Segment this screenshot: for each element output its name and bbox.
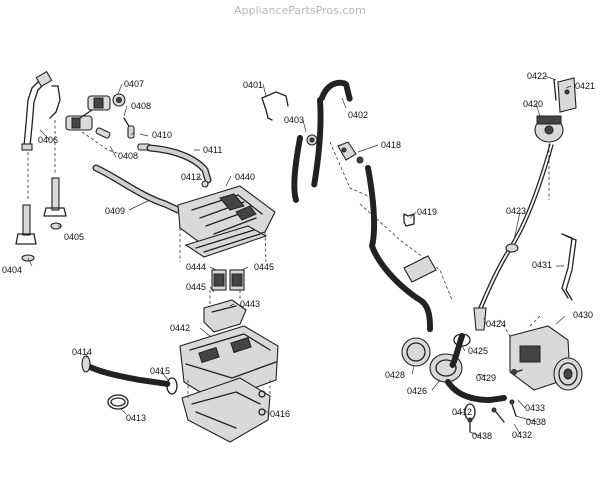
label-0444[interactable]: 0444	[186, 262, 206, 272]
wire-0431[interactable]	[561, 233, 577, 301]
label-0415[interactable]: 0415	[150, 366, 170, 376]
label-0433[interactable]: 0433	[525, 403, 545, 413]
inlet-pipe-0406[interactable]	[21, 70, 61, 151]
label-0412-a[interactable]: 0412	[181, 172, 201, 182]
dispenser-grid-0444[interactable]	[184, 225, 268, 258]
dispenser-cup-0443[interactable]	[203, 299, 247, 333]
label-0432[interactable]: 0432	[512, 430, 532, 440]
label-0426[interactable]: 0426	[407, 386, 427, 396]
label-0416[interactable]: 0416	[270, 409, 290, 419]
dispenser-drawer-0442[interactable]	[179, 325, 279, 403]
hose-pieces-0408[interactable]	[95, 117, 151, 151]
label-0440[interactable]: 0440	[235, 172, 255, 182]
label-0413[interactable]: 0413	[126, 413, 146, 423]
hose-clamp-0415[interactable]	[166, 377, 178, 395]
label-0443[interactable]: 0443	[240, 299, 260, 309]
valve-stem-0405[interactable]	[43, 177, 67, 230]
valve-stem-0404[interactable]	[15, 204, 37, 262]
label-0412-b[interactable]: 0412	[452, 407, 472, 417]
hose-0403[interactable]	[291, 134, 318, 203]
dispenser-insert-0445[interactable]	[211, 269, 245, 291]
label-0442[interactable]: 0442	[170, 323, 190, 333]
label-0411[interactable]: 0411	[203, 145, 222, 155]
drain-bellows-0429[interactable]	[445, 333, 507, 404]
label-0401[interactable]: 0401	[243, 80, 263, 90]
drain-pump-0430[interactable]	[509, 325, 583, 391]
label-0429[interactable]: 0429	[476, 373, 496, 383]
label-0430[interactable]: 0430	[573, 310, 593, 320]
screw-0422[interactable]	[553, 79, 557, 101]
label-0445-b[interactable]: 0445	[186, 282, 206, 292]
label-0424[interactable]: 0424	[486, 319, 506, 329]
label-0421[interactable]: 0421	[575, 81, 595, 91]
hose-0401[interactable]	[261, 91, 289, 121]
label-0419[interactable]: 0419	[417, 207, 437, 217]
hose-clamp-0413[interactable]	[107, 394, 129, 410]
label-0428[interactable]: 0428	[385, 370, 405, 380]
label-0418[interactable]: 0418	[381, 140, 401, 150]
label-0423[interactable]: 0423	[506, 206, 526, 216]
label-0405[interactable]: 0405	[64, 232, 84, 242]
label-0438-b[interactable]: 0438	[526, 417, 546, 427]
screws-0438[interactable]	[467, 399, 517, 433]
label-0445-a[interactable]: 0445	[254, 262, 274, 272]
label-0422[interactable]: 0422	[527, 71, 547, 81]
label-0404[interactable]: 0404	[2, 265, 22, 275]
label-0438-a[interactable]: 0438	[472, 431, 492, 441]
screw-0433[interactable]	[511, 369, 523, 375]
connector-0418[interactable]	[337, 141, 364, 164]
label-0425[interactable]: 0425	[468, 346, 488, 356]
drain-hose-0418[interactable]	[365, 165, 433, 333]
label-0402[interactable]: 0402	[348, 110, 368, 120]
bracket-0421[interactable]	[557, 77, 577, 113]
screw-0432[interactable]	[491, 407, 505, 423]
label-0410[interactable]: 0410	[152, 130, 172, 140]
air-trap-0424[interactable]	[473, 307, 487, 331]
label-0420[interactable]: 0420	[523, 99, 543, 109]
label-0414[interactable]: 0414	[72, 347, 92, 357]
filter-cap-0428[interactable]	[401, 255, 437, 367]
pressure-switch-0420[interactable]	[534, 115, 564, 143]
label-0431[interactable]: 0431	[532, 260, 552, 270]
hose-0409[interactable]	[92, 164, 182, 214]
label-0408-b[interactable]: 0408	[118, 151, 138, 161]
label-0408-a[interactable]: 0408	[131, 101, 151, 111]
dispenser-housing-0416[interactable]	[181, 377, 271, 443]
label-0406[interactable]: 0406	[38, 135, 58, 145]
solenoid-valve-0407[interactable]	[65, 93, 126, 131]
air-tube-0423[interactable]	[477, 143, 554, 312]
watermark-text: AppliancePartsPros.com	[234, 4, 366, 17]
label-0403[interactable]: 0403	[284, 115, 304, 125]
hose-0402[interactable]	[311, 79, 353, 189]
bellows-hose-0414[interactable]	[81, 355, 171, 387]
label-0407[interactable]: 0407	[124, 79, 144, 89]
hose-0411[interactable]	[146, 144, 212, 184]
label-0409[interactable]: 0409	[105, 206, 125, 216]
